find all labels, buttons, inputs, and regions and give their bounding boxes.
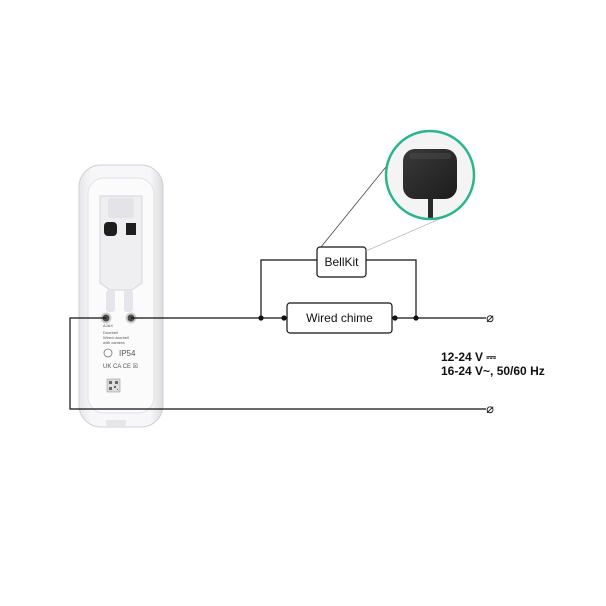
bellkit-zoom-circle: [384, 129, 476, 221]
terminal-symbol-icon: ⌀: [486, 310, 494, 325]
bellkit-device-photo: [403, 149, 457, 199]
connector-block: [126, 223, 136, 235]
camera-sensor: [104, 222, 117, 236]
junction-dot: [258, 315, 264, 321]
device-line-3: with camera: [103, 340, 125, 345]
junction-dot: [413, 315, 419, 321]
wired-chime-label: Wired chime: [306, 311, 373, 325]
device-line-1: Doorbell: [103, 330, 118, 335]
power-ac-label: 16-24 V~, 50/60 Hz: [441, 364, 545, 378]
terminal-symbol-icon: ⌀: [486, 401, 494, 416]
bellkit-cable: [428, 195, 433, 219]
callout-line: [320, 151, 399, 248]
junction-dot: [281, 315, 287, 321]
ground-symbol-icon: [103, 348, 113, 358]
callout-line: [365, 216, 445, 252]
certification-marks: UK CA CE ☒: [103, 363, 138, 370]
wired-chime-box: Wired chime: [286, 302, 393, 334]
bellkit-label: BellKit: [324, 255, 359, 269]
wire-return: [69, 317, 486, 410]
bellkit-box: BellKit: [316, 246, 367, 278]
junctions: [258, 315, 419, 321]
junction-dot: [392, 315, 398, 321]
mounting-plate: [99, 195, 143, 291]
wire-bellkit-right: [366, 259, 417, 318]
doorbell-device: AJAX Doorbell Wired doorbell with camera…: [78, 164, 164, 428]
qr-code-icon: [106, 378, 121, 393]
ip-rating: IP54: [119, 349, 136, 358]
device-brand: AJAX: [103, 323, 113, 328]
power-dc-label: 12-24 V ⎓: [441, 350, 496, 364]
device-line-2: Wired doorbell: [103, 335, 129, 340]
wire-bellkit-left: [260, 259, 317, 318]
